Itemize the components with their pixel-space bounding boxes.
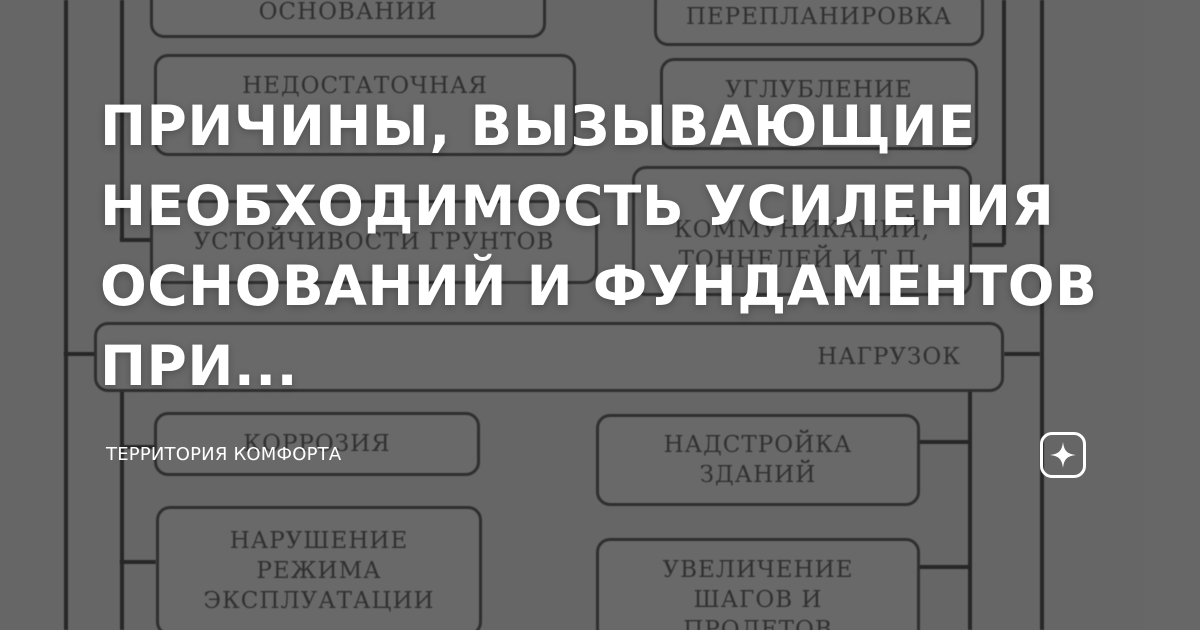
article-title[interactable]: ПРИЧИНЫ, ВЫЗЫВАЮЩИЕ НЕОБХОДИМОСТЬ УСИЛЕН… xyxy=(100,94,1098,398)
connector-line xyxy=(120,0,124,240)
connector-line xyxy=(64,0,68,630)
channel-name[interactable]: ТЕРРИТОРИЯ КОМФОРТА xyxy=(106,444,342,465)
diagram-box: НАРУШЕНИЕ РЕЖИМА ЭКСПЛУАТАЦИИ xyxy=(156,506,482,630)
connector-line xyxy=(972,243,1004,247)
sparkle-star-icon-glyph xyxy=(1050,442,1076,468)
connector-line xyxy=(918,440,970,444)
connector-line xyxy=(120,445,158,449)
diagram-box: КОРРОЗИЯ xyxy=(154,412,480,476)
sparkle-star-icon[interactable] xyxy=(1040,432,1086,478)
connector-line xyxy=(918,565,970,569)
connector-line xyxy=(1004,352,1040,356)
diagram-box: УВЕЛИЧЕНИЕ ШАГОВ И ПРОЛЕТОВ xyxy=(596,538,920,630)
diagram-box: НАГРУЗОК xyxy=(94,322,1004,392)
connector-line xyxy=(120,238,156,242)
connector-line xyxy=(64,352,96,356)
connector-line xyxy=(1040,0,1044,630)
diagram-box: КОММУНИКАЦИЙ, ТОННЕЛЕЙ И Т.П. xyxy=(632,166,972,296)
diagram-box: НЕДОСТАТОЧНАЯ xyxy=(154,54,576,156)
diagram-box: НАДСТРОЙКА ЗДАНИЙ xyxy=(596,414,920,506)
connector-line xyxy=(120,390,124,630)
diagram-box: ОСНОВАНИЙ xyxy=(150,0,546,38)
diagram-box: УГЛУБЛЕНИЕ xyxy=(660,58,978,150)
connector-line xyxy=(968,390,972,630)
connector-line xyxy=(1002,0,1006,245)
diagram-box: ПЕРЕПЛАНИРОВКА xyxy=(654,0,984,46)
connector-line xyxy=(120,560,156,564)
diagram-box: УСТОЙЧИВОСТИ ГРУНТОВ xyxy=(150,200,598,284)
